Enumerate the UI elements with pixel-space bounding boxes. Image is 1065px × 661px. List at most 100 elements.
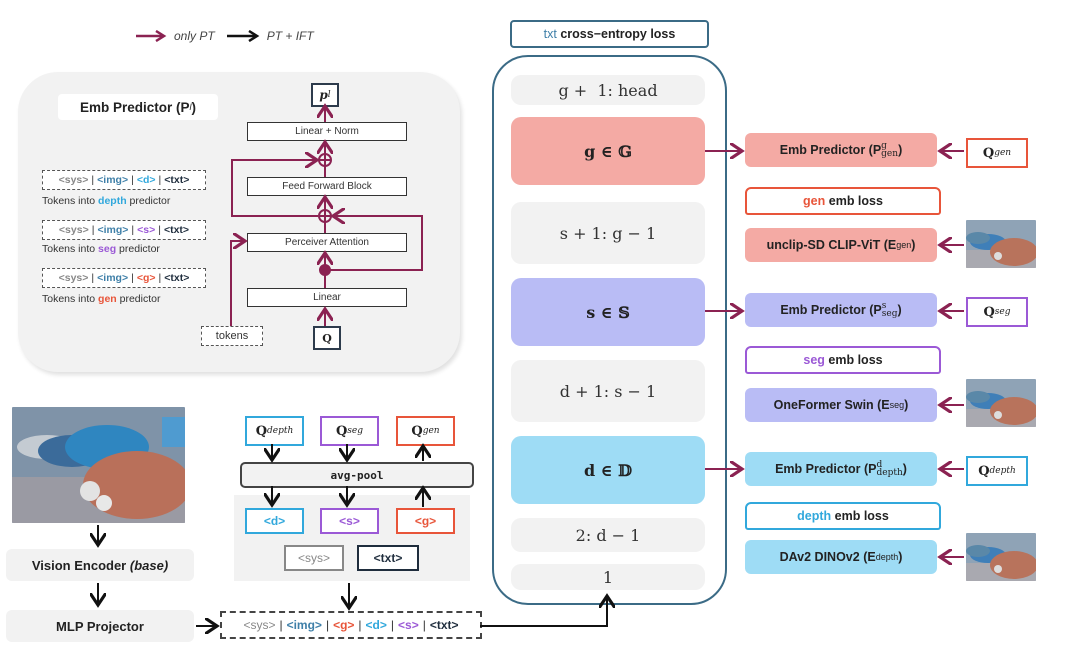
layer-row-2-to-d: 2: d − 1 <box>511 518 705 552</box>
layer-row-d-to-s: d + 1: s − 1 <box>511 360 705 422</box>
separator: | <box>358 618 362 632</box>
predictor-sup: d <box>876 460 883 470</box>
seq-token-sys: <sys> <box>243 618 276 632</box>
q-sup: gen <box>994 148 1012 158</box>
predictor-label: Emb Predictor (P <box>780 303 882 317</box>
q-input-box: Q <box>313 326 341 350</box>
block-label: Feed Forward Block <box>282 181 372 192</box>
row-label: 1 <box>602 567 614 587</box>
token-s: <s> <box>137 224 156 236</box>
caption-pre: Tokens into <box>42 293 99 305</box>
q-sup: seg <box>994 307 1011 317</box>
row-label: d ∈ 𝔻 <box>583 460 633 480</box>
token-label: <txt> <box>373 551 403 565</box>
predictor-sup: g <box>881 141 887 151</box>
loss-task: gen <box>803 194 826 208</box>
input-token-sequence: <sys>| <img>| <g>| <d>| <s>| <txt> <box>220 611 482 639</box>
close-paren: ) <box>898 550 903 564</box>
q-sup: depth <box>989 466 1016 476</box>
g-token-box: <g> <box>396 508 455 534</box>
caption-task: depth <box>98 195 127 207</box>
seq-token-s: <s> <box>398 618 419 632</box>
loss-rest: emb loss <box>825 194 883 208</box>
loss-prefix: txt <box>543 27 557 41</box>
token-img: <img> <box>97 224 129 236</box>
token-caption: Tokens into depth predictor <box>42 195 206 207</box>
predictor-sub: gen <box>881 149 899 159</box>
car-image-depth <box>966 533 1036 581</box>
q-sup: seg <box>347 426 364 436</box>
car-input-image <box>12 407 185 523</box>
layer-row-1: 1 <box>511 564 705 590</box>
token-txt: <txt> <box>164 272 190 284</box>
loss-rest: emb loss <box>824 353 883 367</box>
q-label: Q <box>322 331 332 345</box>
legend-only-pt: only PT <box>174 29 215 43</box>
caption-post: predictor <box>116 243 160 255</box>
d-token-box: <d> <box>245 508 304 534</box>
tokens-label: tokens <box>215 330 249 342</box>
avg-pool-label: avg-pool <box>330 468 384 482</box>
q-sup: depth <box>267 426 294 436</box>
loss-task: seg <box>803 353 825 367</box>
loss-label: cross−entropy loss <box>556 27 676 41</box>
caption-task: seg <box>98 243 117 255</box>
predictor-sub: depth <box>876 468 903 478</box>
title-text: Emb Predictor (P <box>79 99 190 115</box>
title-sup: l <box>189 102 192 112</box>
separator: | <box>131 272 134 284</box>
row-label: s + 1: g − 1 <box>559 223 657 243</box>
depth-emb-loss: depth emb loss <box>745 502 941 530</box>
layer-row-s-to-g: s + 1: g − 1 <box>511 202 705 264</box>
mlp-projector: MLP Projector <box>6 610 194 642</box>
token-group-seg: <sys>| <img>| <s>| <txt> Tokens into seg… <box>42 220 206 255</box>
seq-token-img: <img> <box>286 618 322 632</box>
tokens-input-box: tokens <box>201 326 263 346</box>
token-txt: <txt> <box>163 224 190 236</box>
car-image-gen <box>966 220 1036 268</box>
txt-cross-entropy-loss: txt cross−entropy loss <box>510 20 709 48</box>
token-d: <d> <box>136 174 156 186</box>
close-paren: ) <box>897 303 902 317</box>
token-label: <s> <box>339 514 360 528</box>
block-label: Perceiver Attention <box>285 237 369 248</box>
block-perceiver-attention: Perceiver Attention <box>247 233 407 252</box>
separator: | <box>131 174 134 186</box>
pt-only-arrow-icon <box>136 30 167 42</box>
layer-row-depth: d ∈ 𝔻 <box>511 436 705 504</box>
block-label: Linear <box>313 292 341 303</box>
row-label: g ∈ 𝔾 <box>584 141 632 161</box>
separator: | <box>325 618 330 632</box>
q-sup: gen <box>422 426 440 436</box>
seq-token-g: <g> <box>333 618 355 632</box>
token-label: <g> <box>414 514 437 528</box>
separator: | <box>390 618 395 632</box>
block-label: Linear + Norm <box>295 126 359 137</box>
separator: | <box>91 174 95 186</box>
encoder-sup: gen <box>896 240 912 250</box>
q-label: Q <box>255 423 268 439</box>
output-label: p <box>319 88 328 102</box>
q-label: Q <box>411 423 423 439</box>
avg-pool-block: avg-pool <box>240 462 474 488</box>
close-paren: ) <box>911 238 916 252</box>
token-caption: Tokens into seg predictor <box>42 243 206 255</box>
encoder-sup: depth <box>875 552 899 562</box>
vision-encoder-note: (base) <box>129 557 169 573</box>
legend-pt-ift: PT + IFT <box>266 29 314 43</box>
token-sequence: <sys>| <img>| <d>| <txt> <box>42 170 206 190</box>
s-token-box: <s> <box>320 508 379 534</box>
separator: | <box>91 224 95 236</box>
q-label: Q <box>978 463 990 479</box>
car-image-seg <box>966 379 1036 427</box>
caption-post: predictor <box>126 195 171 207</box>
